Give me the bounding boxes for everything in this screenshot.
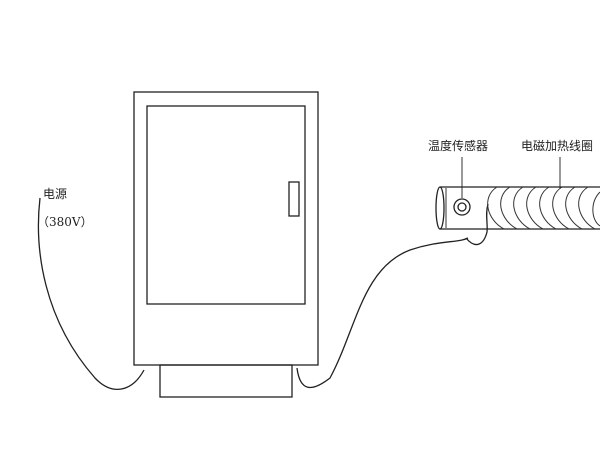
- heating-pipe: [435, 186, 600, 230]
- power-cable: [37, 197, 145, 390]
- cabinet-base: [159, 364, 293, 398]
- temperature-sensor: [453, 198, 471, 216]
- control-cabinet: [133, 91, 319, 398]
- coil-label: 电磁加热线圈: [521, 139, 594, 153]
- door-handle: [288, 181, 300, 217]
- cabinet-body: [133, 91, 319, 366]
- cabinet-door: [146, 105, 306, 305]
- coil-cable: [296, 237, 469, 388]
- voltage-label: （380V）: [37, 215, 93, 229]
- pipe-end: [435, 186, 445, 230]
- power-label: 电源: [43, 187, 68, 201]
- temp-sensor-label: 温度传感器: [428, 139, 489, 153]
- electromagnetic-coil: [487, 186, 600, 230]
- coil-cable-branch: [465, 203, 489, 246]
